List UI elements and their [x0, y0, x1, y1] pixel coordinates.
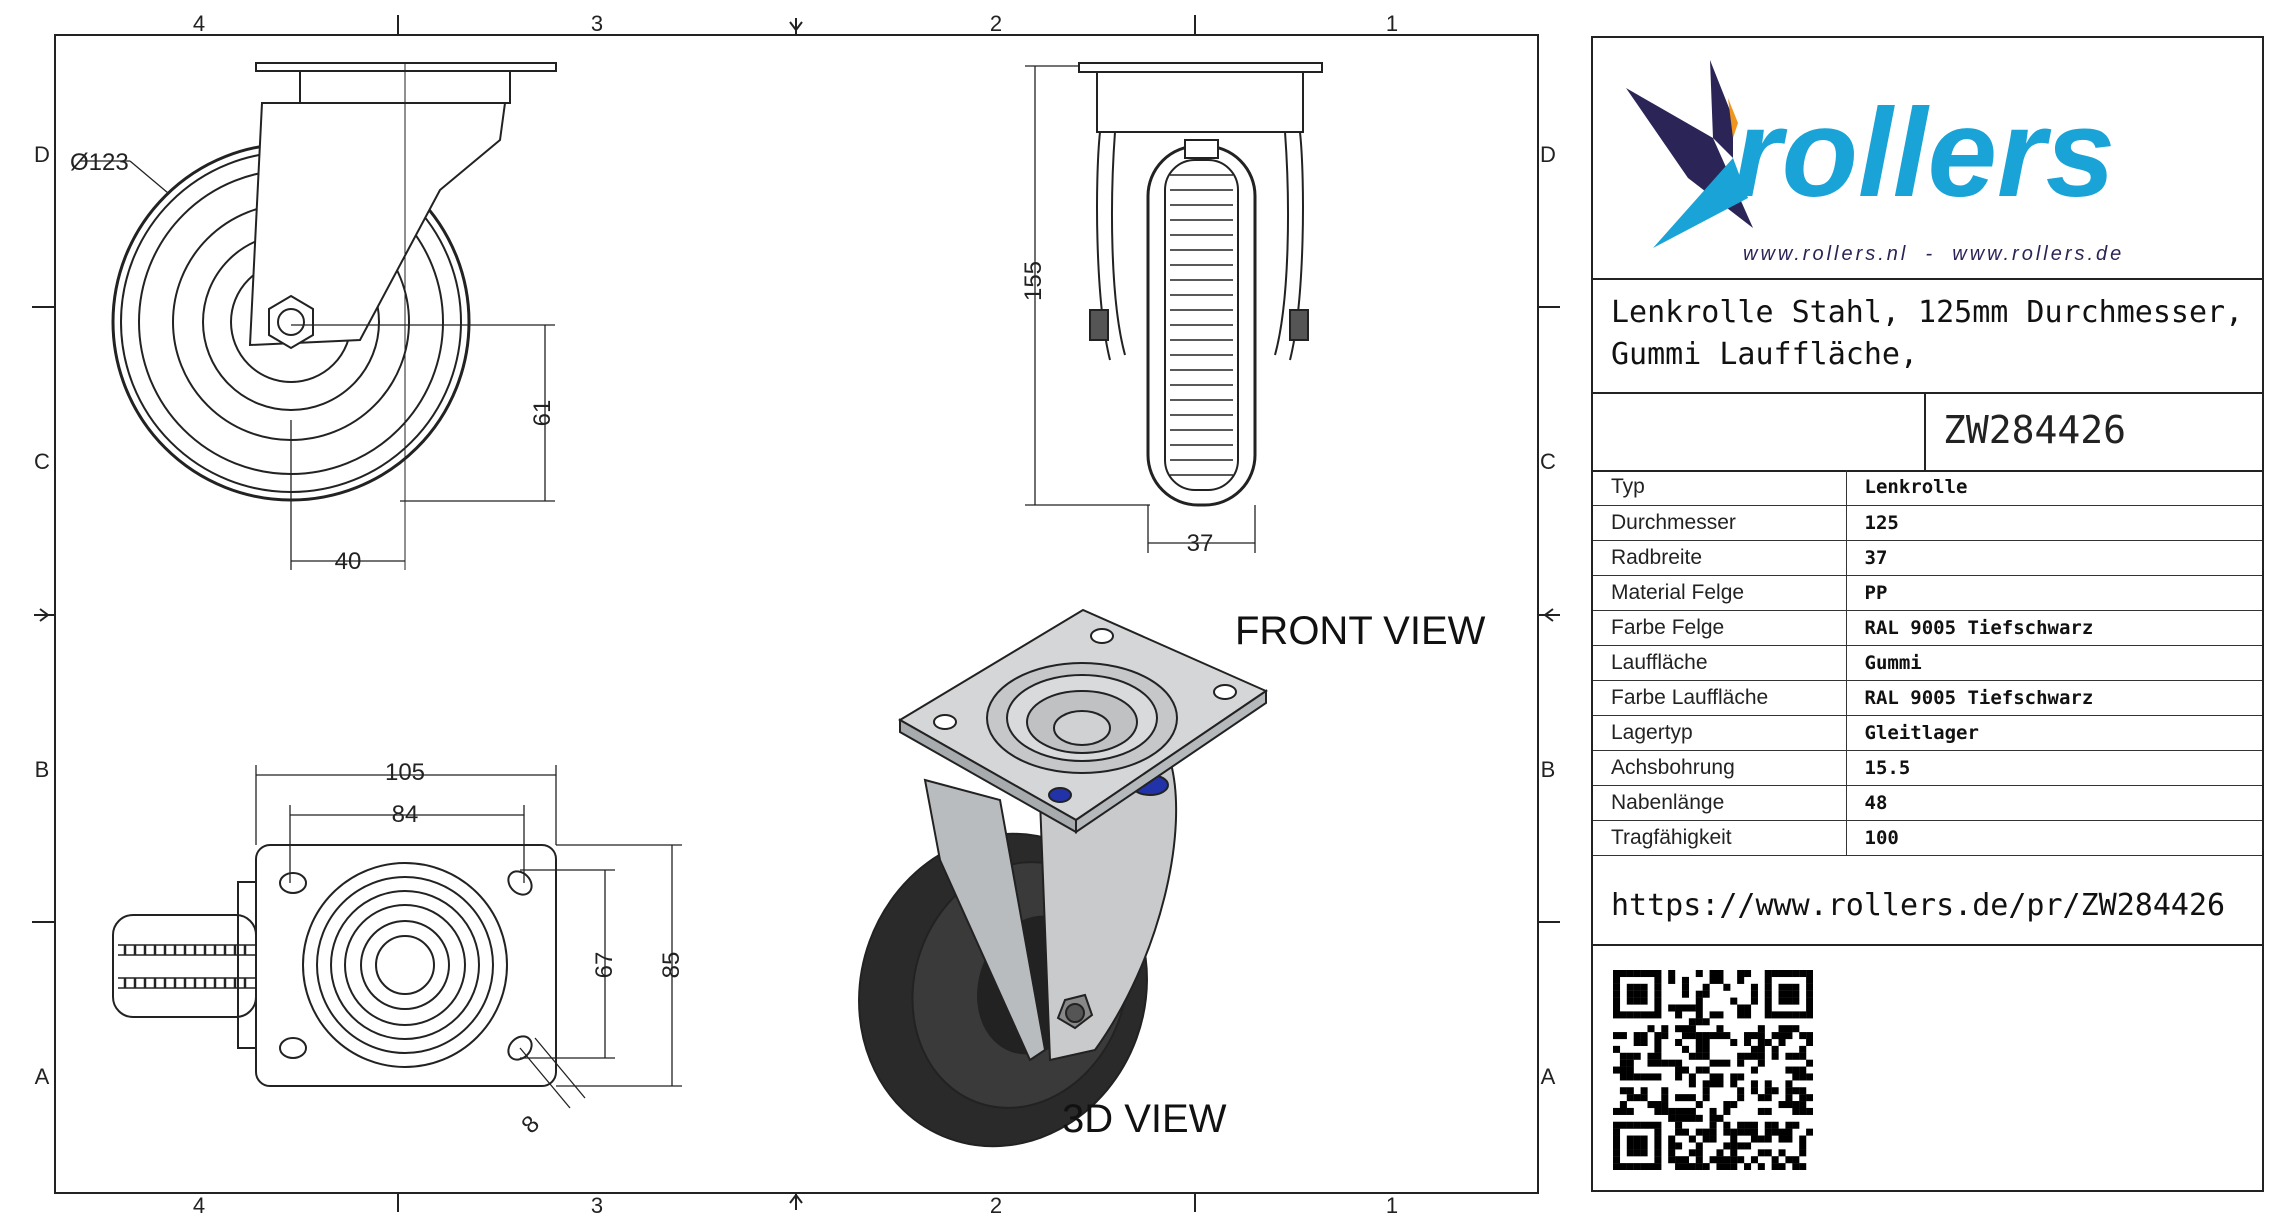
zone-number: 2 [990, 11, 1002, 36]
spec-label: Lagertyp [1593, 715, 1847, 751]
spec-label: Farbe Felge [1593, 610, 1847, 646]
title-block: rollers www.rollers.nl - www.rollers.de … [1591, 36, 2264, 1192]
dim-plate-width: 85 [658, 952, 685, 979]
zone-letter: C [1540, 449, 1556, 474]
spec-value: 100 [1846, 820, 2262, 856]
spec-value: Lenkrolle [1846, 470, 2262, 506]
zone-ticks [32, 15, 1560, 1212]
dim-hole-spacing-length: 84 [392, 801, 419, 828]
dim-total-height: 155 [1020, 261, 1047, 301]
spec-label: Typ [1593, 470, 1847, 506]
spec-label: Material Felge [1593, 575, 1847, 611]
zone-letter: A [35, 1064, 50, 1089]
zone-number: 3 [591, 11, 603, 36]
tread-pattern [1170, 174, 1233, 476]
spec-label: Farbe Lauffläche [1593, 680, 1847, 716]
logo-wordmark: rollers [1733, 84, 2115, 223]
logo: rollers www.rollers.nl - www.rollers.de [1593, 38, 2262, 280]
part-number-row: ZW284426 [1593, 394, 2262, 472]
logo-urls: www.rollers.nl - www.rollers.de [1743, 243, 2124, 265]
dim-hole-size: 8 [516, 1110, 545, 1139]
spec-label: Lauffläche [1593, 645, 1847, 681]
qr-code[interactable] [1613, 970, 1813, 1170]
spec-value: Gummi [1846, 645, 2262, 681]
product-url[interactable]: https://www.rollers.de/pr/ZW284426 [1593, 868, 2262, 946]
zone-number: 1 [1386, 1193, 1398, 1218]
spec-value: 48 [1846, 785, 2262, 821]
iso-view [858, 608, 1269, 1148]
zone-letter: D [34, 142, 50, 167]
spec-value: PP [1846, 575, 2262, 611]
spec-label: Tragfähigkeit [1593, 820, 1847, 856]
zone-number: 3 [591, 1193, 603, 1218]
title-line-1: Lenkrolle Stahl, 125mm Durchmesser, [1611, 295, 2244, 330]
dim-wheel-width: 37 [1187, 530, 1214, 557]
front-view-dimensions [1025, 65, 1256, 553]
dim-plate-length: 105 [385, 759, 425, 786]
zone-number: 4 [193, 1193, 205, 1218]
dim-offset-height: 61 [529, 400, 556, 427]
product-title: Lenkrolle Stahl, 125mm Durchmesser, Gumm… [1593, 278, 2262, 394]
dim-offset: 40 [335, 548, 362, 575]
spec-value: RAL 9005 Tiefschwarz [1846, 680, 2262, 716]
zone-letter: B [1541, 757, 1556, 782]
spec-value: 37 [1846, 540, 2262, 576]
front-view-label: FRONT VIEW [1235, 609, 1486, 653]
zone-number: 1 [1386, 11, 1398, 36]
zone-letter: D [1540, 142, 1556, 167]
spec-label: Nabenlänge [1593, 785, 1847, 821]
title-line-2: Gummi Lauffläche, [1611, 337, 1919, 372]
zone-number: 4 [193, 11, 205, 36]
rollers-logo-icon: rollers www.rollers.nl - www.rollers.de [1626, 60, 2124, 265]
bottom-view [112, 844, 557, 1087]
bottom-view-dimensions [255, 765, 682, 1109]
spec-value: 15.5 [1846, 750, 2262, 786]
spec-label: Achsbohrung [1593, 750, 1847, 786]
zone-letter: A [1541, 1064, 1556, 1089]
spec-label: Radbreite [1593, 540, 1847, 576]
dim-wheel-diameter: Ø123 [70, 149, 129, 176]
spec-label: Durchmesser [1593, 505, 1847, 541]
front-view [1078, 62, 1323, 507]
spec-value: RAL 9005 Tiefschwarz [1846, 610, 2262, 646]
side-view [111, 62, 557, 570]
zone-number: 2 [990, 1193, 1002, 1218]
spec-value: 125 [1846, 505, 2262, 541]
iso-view-label: 3D VIEW [1062, 1097, 1227, 1141]
zone-letter: C [34, 449, 50, 474]
spec-value: Gleitlager [1846, 715, 2262, 751]
dim-hole-spacing-width: 67 [591, 952, 618, 979]
side-view-dimensions [80, 160, 555, 570]
part-number: ZW284426 [1943, 408, 2127, 452]
zone-letter: B [35, 757, 50, 782]
